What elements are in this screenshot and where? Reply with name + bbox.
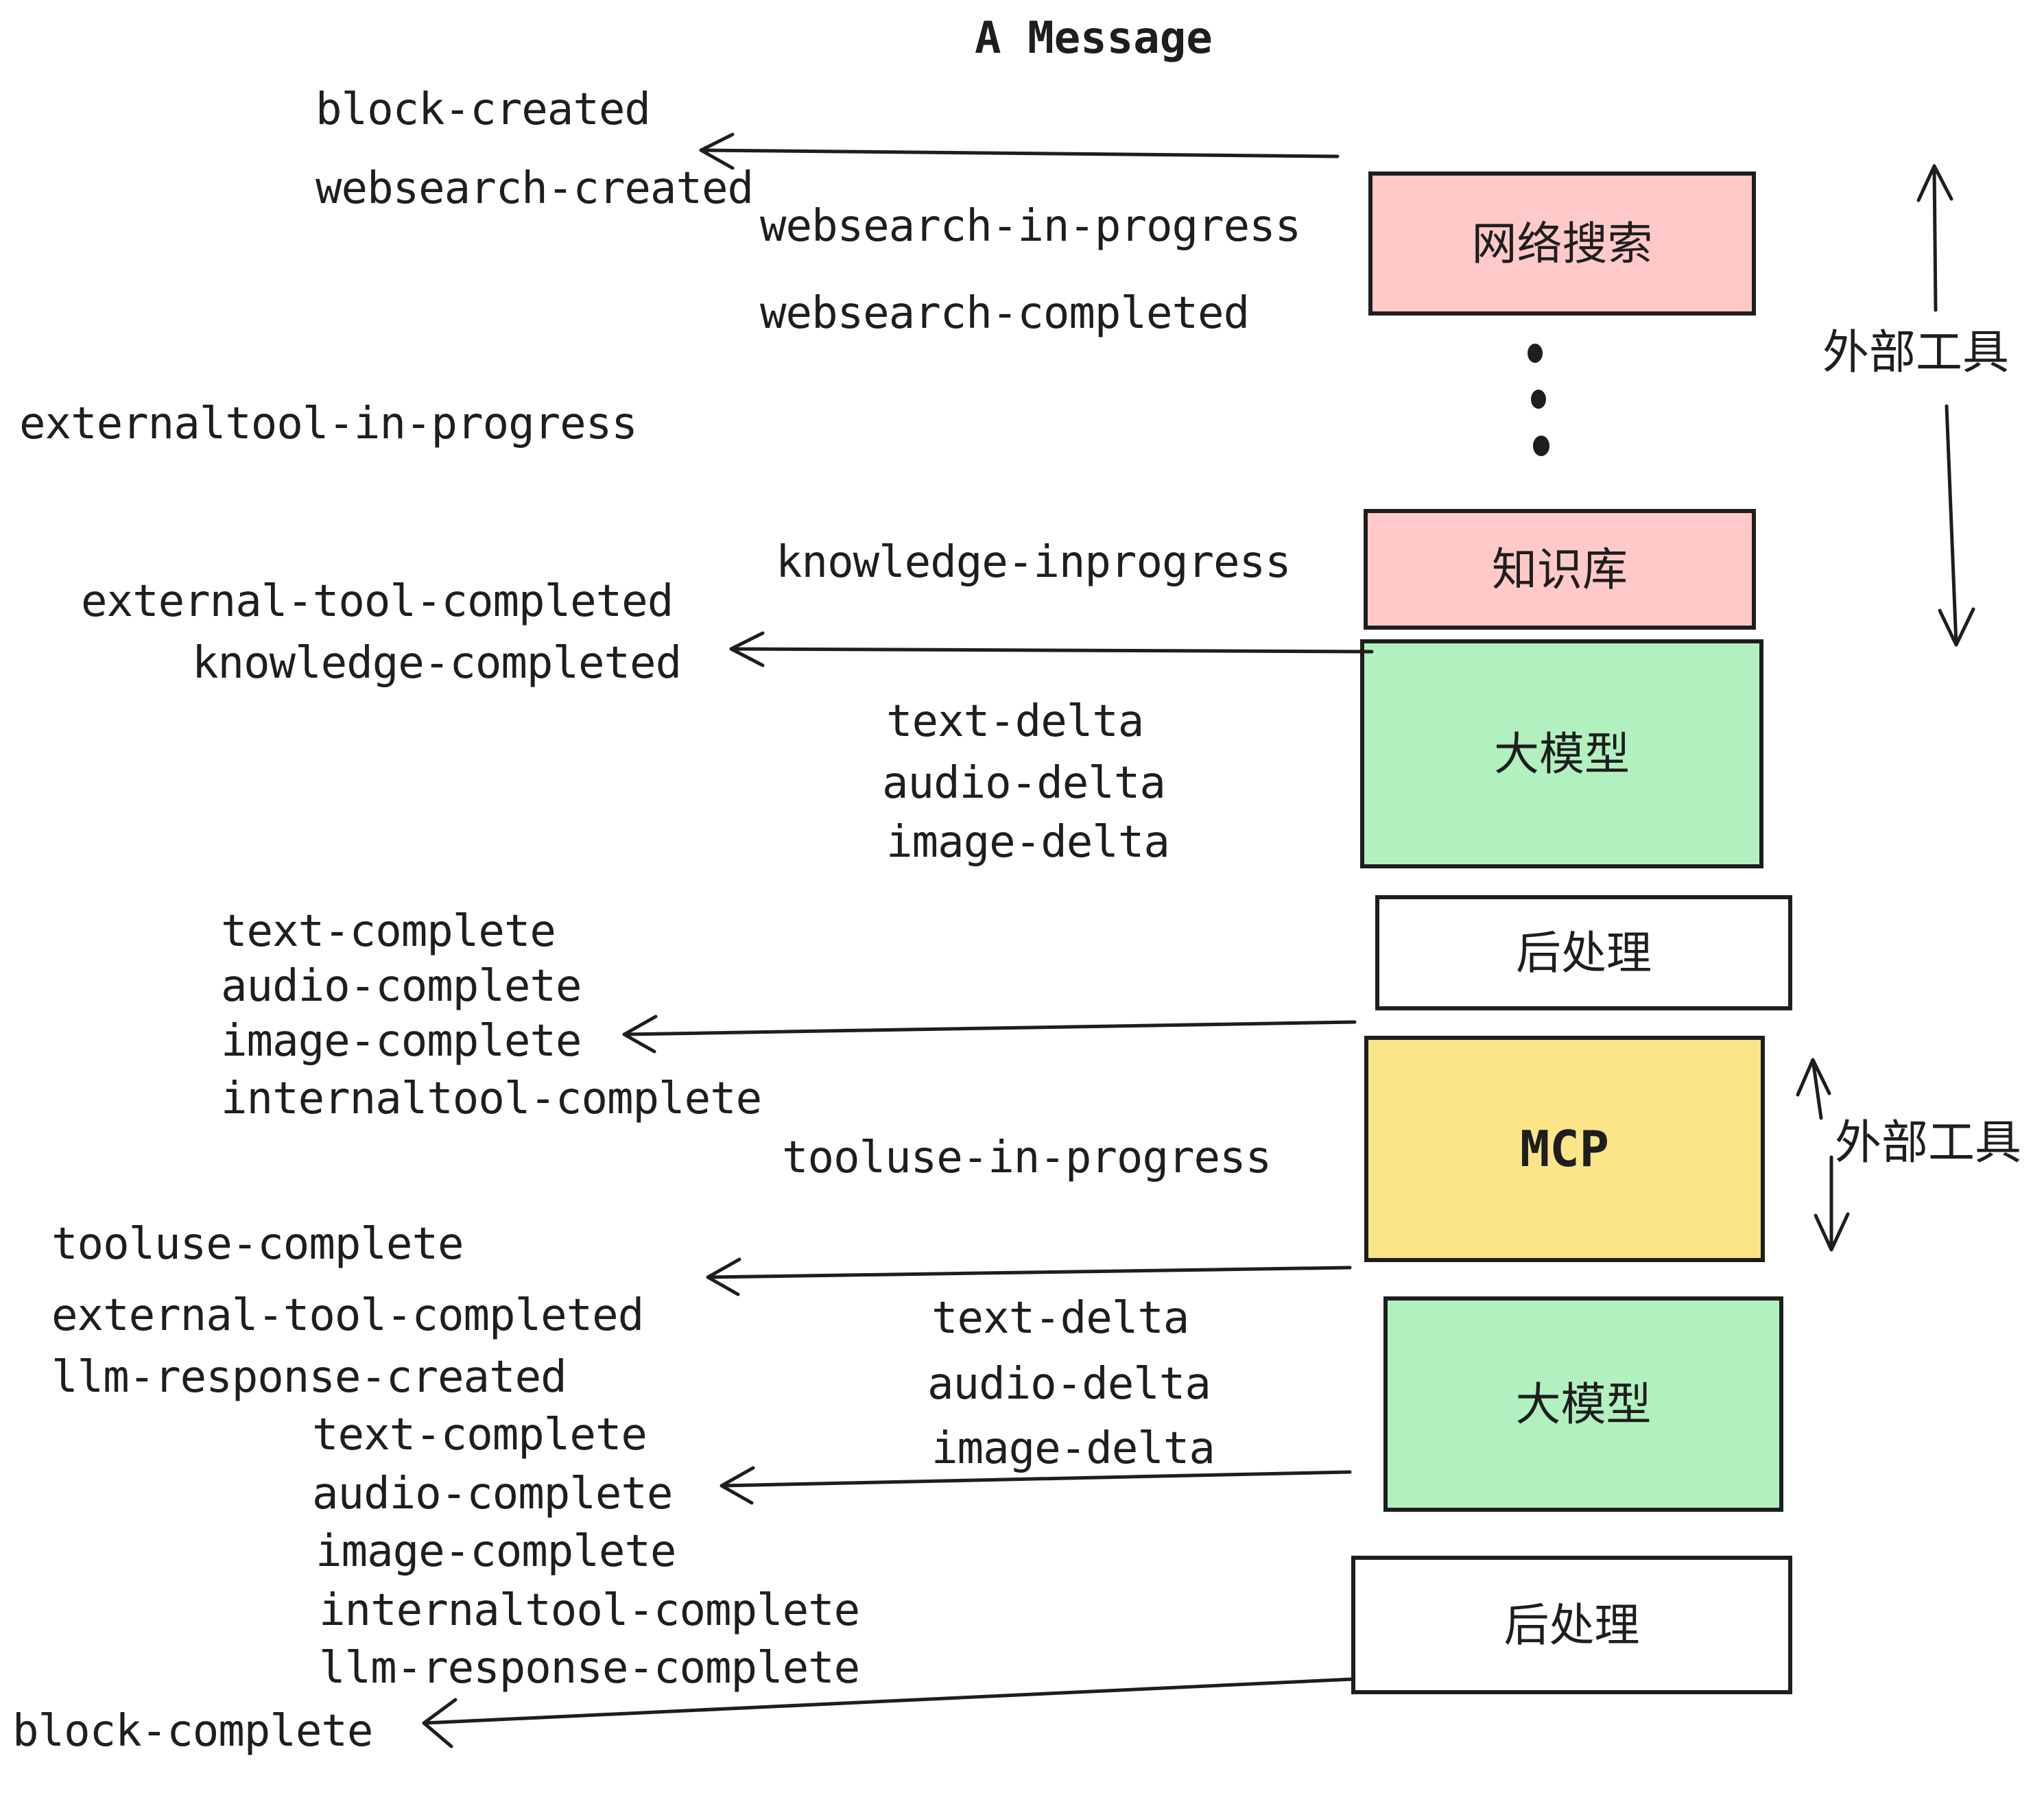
event-label-image-complete-1: image-complete: [221, 1016, 582, 1067]
box-post-processing-2-label: 后处理: [1504, 1600, 1640, 1650]
external-tools-label-bottom: 外部工具: [1835, 1117, 2022, 1169]
ellipsis-dot-1: [1528, 344, 1543, 363]
event-label-audio-delta-1: audio-delta: [882, 758, 1166, 809]
arrow-external-tools-top-up: [1916, 164, 1953, 312]
event-label-internaltool-complete-2: internaltool-complete: [319, 1585, 860, 1636]
box-llm-1: 大模型: [1360, 639, 1763, 868]
event-label-tooluse-in-progress: tooluse-in-progress: [782, 1132, 1272, 1183]
box-websearch: 网络搜索: [1368, 171, 1756, 316]
event-label-tooluse-complete: tooluse-complete: [51, 1219, 464, 1270]
event-label-image-delta-1: image-delta: [886, 817, 1170, 868]
event-label-text-delta-1: text-delta: [886, 696, 1144, 747]
box-knowledge: 知识库: [1364, 509, 1756, 630]
event-label-external-tool-completed-1: external-tool-completed: [81, 576, 674, 627]
event-label-image-delta-2: image-delta: [931, 1423, 1215, 1474]
event-label-text-delta-2: text-delta: [931, 1293, 1189, 1344]
event-label-websearch-created: websearch-created: [316, 163, 754, 214]
box-mcp: MCP: [1364, 1036, 1765, 1262]
event-label-image-complete-2: image-complete: [316, 1526, 676, 1577]
arrow-external-tools-bottom-up: [1796, 1058, 1831, 1120]
event-label-internaltool-complete-1: internaltool-complete: [221, 1073, 762, 1124]
arrow-websearch-to-block-created: [699, 132, 1340, 170]
event-label-block-complete: block-complete: [12, 1706, 373, 1757]
event-label-audio-complete-2: audio-complete: [312, 1469, 673, 1519]
event-label-knowledge-inprogress: knowledge-inprogress: [776, 537, 1292, 588]
box-mcp-label: MCP: [1519, 1120, 1610, 1178]
box-llm-2-label: 大模型: [1515, 1379, 1652, 1429]
diagram-title: A Message: [975, 13, 1213, 64]
event-label-text-complete-2: text-complete: [312, 1410, 647, 1460]
box-post-processing-1: 后处理: [1375, 895, 1792, 1010]
box-knowledge-label: 知识库: [1492, 544, 1628, 595]
box-post-processing-2: 后处理: [1351, 1556, 1792, 1694]
event-label-llm-response-complete: llm-response-complete: [319, 1643, 860, 1694]
ellipsis-dot-3: [1533, 436, 1549, 456]
event-label-text-complete-1: text-complete: [221, 906, 556, 957]
event-label-audio-complete-1: audio-complete: [221, 961, 582, 1012]
event-label-external-tool-completed-2: external-tool-completed: [51, 1290, 644, 1341]
ellipsis-dot-2: [1531, 390, 1546, 409]
event-label-llm-response-created: llm-response-created: [51, 1352, 567, 1403]
box-post-processing-1-label: 后处理: [1516, 927, 1652, 978]
event-label-knowledge-completed: knowledge-completed: [192, 638, 682, 689]
event-label-websearch-completed: websearch-completed: [760, 288, 1250, 339]
arrow-mcp-to-tooluse-complete: [706, 1257, 1352, 1296]
box-llm-2: 大模型: [1383, 1296, 1783, 1512]
event-label-audio-delta-2: audio-delta: [927, 1359, 1211, 1410]
arrow-external-tools-top-down: [1938, 404, 1975, 647]
external-tools-label-top: 外部工具: [1822, 327, 2010, 379]
box-websearch-label: 网络搜索: [1471, 218, 1653, 269]
event-label-block-created: block-created: [316, 84, 651, 135]
arrow-llm1-to-knowledge-completed: [729, 631, 1374, 667]
event-label-externaltool-in-progress: externaltool-in-progress: [19, 399, 638, 449]
arrow-post1-to-image-complete: [622, 1014, 1357, 1054]
event-label-websearch-in-progress: websearch-in-progress: [760, 201, 1301, 252]
arrow-external-tools-bottom-down: [1814, 1155, 1850, 1252]
box-llm-1-label: 大模型: [1494, 728, 1630, 779]
